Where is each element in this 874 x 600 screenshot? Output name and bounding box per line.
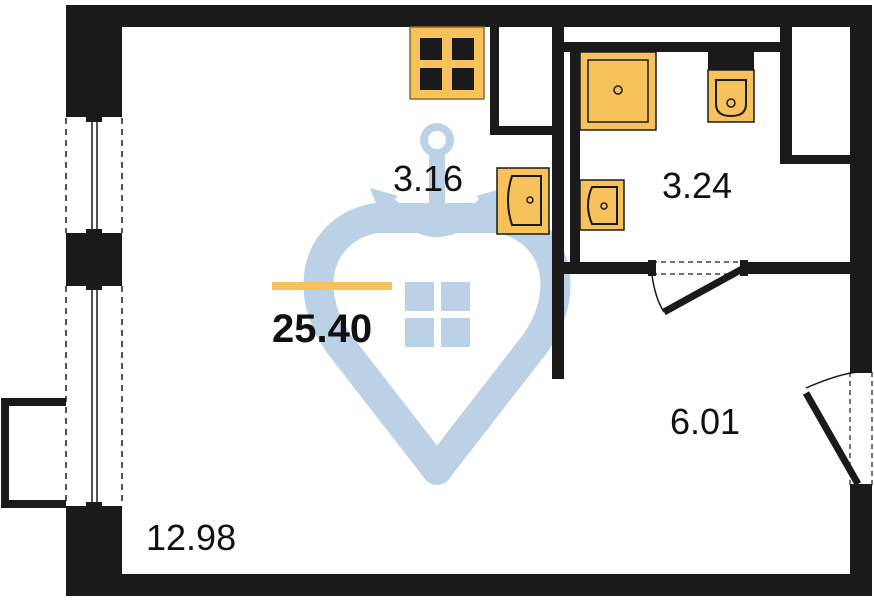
shower-tray-icon (579, 51, 657, 131)
room-area-living: 12.98 (146, 517, 236, 558)
wall-left-top (66, 5, 122, 117)
total-area-underline (272, 282, 392, 290)
wall-right-upper (850, 5, 872, 365)
total-area-label: 25.40 (272, 307, 372, 351)
outer-walls (66, 5, 872, 596)
shaft-left-wall (780, 27, 792, 159)
window-icon (65, 118, 123, 506)
wall-top (66, 5, 872, 27)
stove-icon (409, 26, 485, 100)
bathroom-bottom-wall-left (552, 262, 652, 274)
washbasin-icon (579, 179, 625, 231)
wall-left-bottom (66, 506, 122, 596)
kitchen-niche-wall (490, 27, 499, 135)
sink-icon (496, 167, 550, 235)
wall-right-lower (850, 490, 872, 596)
room-area-kitchen: 3.16 (393, 158, 463, 199)
shaft-bottom-wall (780, 155, 850, 164)
room-area-bathroom: 3.24 (662, 165, 732, 206)
balcony-outline (1, 398, 66, 508)
interior-walls (490, 27, 850, 379)
bathroom-bottom-wall-right (744, 262, 850, 274)
wall-bottom (66, 574, 872, 596)
bathroom-top-wall (564, 42, 780, 52)
door-icon (648, 260, 748, 316)
entrance-door (802, 365, 873, 492)
wall-left-middle (66, 233, 122, 286)
toilet-icon (707, 52, 755, 123)
kitchen-niche-bottom (490, 126, 556, 135)
room-area-hallway: 6.01 (670, 401, 740, 442)
bathroom-inner-wall (570, 52, 580, 262)
bathroom-left-wall (552, 27, 564, 379)
